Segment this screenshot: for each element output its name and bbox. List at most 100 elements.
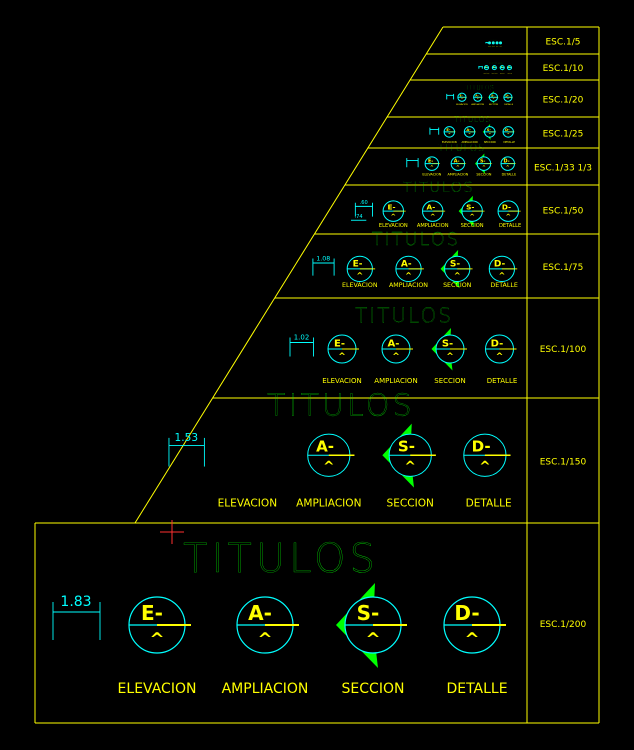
symbol-label: SECCION [434,377,465,385]
symbol-letter: S- [442,339,453,350]
title-text: TITULOS [490,40,497,42]
symbol-seccion: S- ^ [336,583,407,668]
dimension-value: .74 [355,214,363,220]
symbol-letter: E- [460,94,464,98]
symbol-elevacion: E- ^ [327,334,359,364]
symbol-letter: A- [427,202,436,211]
symbol-label: AMPLIACION [491,72,498,75]
row-content: TITULOS.60.74E-^ELEVACIONA-^AMPLIACIONS-… [350,179,521,229]
symbol-label: ELEVACION [322,377,361,385]
symbol-sub: ^ [338,352,346,362]
symbol-seccion: S- ^ [382,423,436,488]
symbol-letter: S- [357,601,380,625]
symbol-label: ELEVACION [118,681,197,697]
scale-row: ESC.1/5 TITULOSE-^ELEVACIONA-^AMPLIACIONS… [485,38,581,48]
scale-label: ESC.1/150 [540,458,587,468]
scale-label: ESC.1/33 1/3 [534,164,592,174]
symbol-letter: E- [334,339,345,350]
title-text: TITULOS [438,143,485,154]
symbol-sub: ^ [392,352,400,362]
row-content: TITULOSE-^ELEVACIONA-^AMPLIACIONS-^SECCI… [429,115,515,144]
symbol-sub: ^ [365,629,380,650]
symbol-ampliacion: A-^ [491,41,495,45]
symbol-letter: A- [454,158,460,164]
symbol-label: ELEVACION [422,173,441,177]
symbol-sub: ^ [468,133,471,137]
symbol-detalle: D-^ [506,65,513,71]
symbol-sub: ^ [391,212,397,220]
symbol-label: AMPLIACION [389,282,428,289]
dimension-marker [485,41,488,44]
symbol-letter: E- [353,260,363,270]
symbol-letter: A- [493,42,495,44]
symbol-letter: E- [446,128,451,132]
symbol-label: SECCION [443,282,472,289]
title-text: TITULOS [267,388,415,423]
symbol-letter: E- [485,66,487,68]
symbol-letter: D- [508,66,510,68]
row-content: TITULOS1.02E-^ELEVACIONA-^AMPLIACIONS-^S… [289,303,517,385]
symbol-label: DETALLE [502,173,517,177]
scale-label: ESC.1/25 [543,130,584,140]
symbol-letter: E- [141,601,163,625]
symbol-ampliacion: A-^ [450,156,467,171]
symbol-sub: ^ [405,270,412,280]
symbol-elevacion: E-^ [488,41,491,45]
symbol-sub: ^ [405,458,416,474]
scale-label: ESC.1/50 [543,207,584,217]
symbol-letter: S- [480,158,485,164]
symbol-sub: ^ [448,133,451,137]
symbol-letter: S- [487,128,492,132]
symbol-detalle: D-^ [488,255,518,283]
symbol-seccion: S-^ [474,153,493,174]
symbol-sub: ^ [488,133,491,137]
symbol-letter: D- [505,94,509,98]
title-text: TITULOS [466,86,495,92]
symbol-label: SECCION [476,173,492,177]
title-text: TITULOS [355,304,453,328]
symbol-detalle: D-^ [463,433,511,477]
dimension-value: 1.83 [60,594,91,610]
symbol-label: AMPLIACION [447,173,468,177]
symbol-elevacion: E-^ [424,156,441,171]
symbol-elevacion: E-^ [346,255,376,283]
symbol-sub: ^ [456,164,460,170]
symbol-sub: ^ [506,164,510,170]
symbol-label: DETALLE [466,497,512,509]
symbol-label: SECCION [496,46,499,47]
title-text: TITULOS [454,115,491,124]
row-content: TITULOSE-^ELEVACIONA-^AMPLIACIONS-^SECCI… [485,40,502,47]
symbol-seccion: S-^ [495,41,499,45]
symbol-sub: ^ [469,212,474,220]
symbol-label: DETALLE [504,103,514,106]
symbol-label: AMPLIACION [374,377,417,385]
symbol-letter: E- [489,42,490,44]
symbol-letter: A- [493,66,495,68]
scale-row: ESC.1/50TITULOS.60.74E-^ELEVACIONA-^AMPL… [350,179,584,229]
row-content: TITULOS1.08E-^ELEVACIONA-^AMPLIACIONS-^S… [312,229,518,289]
symbol-letter: A- [401,260,412,270]
symbol-label: SECCION [342,681,405,697]
symbol-letter: S- [501,66,503,68]
dimension-marker [429,127,440,135]
symbol-sub: ^ [323,458,334,474]
title-text: TITULOS [183,536,379,582]
crosshair-cursor [160,520,184,544]
symbol-letter: D- [454,601,479,625]
scale-row: ESC.1/25 TITULOSE-^ELEVACIONA-^AMPLIACION… [429,115,584,144]
symbol-letter: D- [494,260,506,270]
symbol-letter: D- [491,339,504,350]
symbol-sub: ^ [493,44,494,45]
symbol-letter: A- [466,128,471,132]
symbol-elevacion: E-^ [128,596,191,654]
symbol-sub: ^ [498,270,505,280]
scale-label: ESC.1/5 [545,38,580,48]
symbol-elevacion: E-^ [382,200,406,222]
symbol-seccion: S-^ [458,195,485,227]
symbol-sub: ^ [497,44,498,45]
dimension-marker [354,202,373,217]
symbol-letter: S- [398,437,415,455]
symbol-label: SECCION [484,140,496,144]
